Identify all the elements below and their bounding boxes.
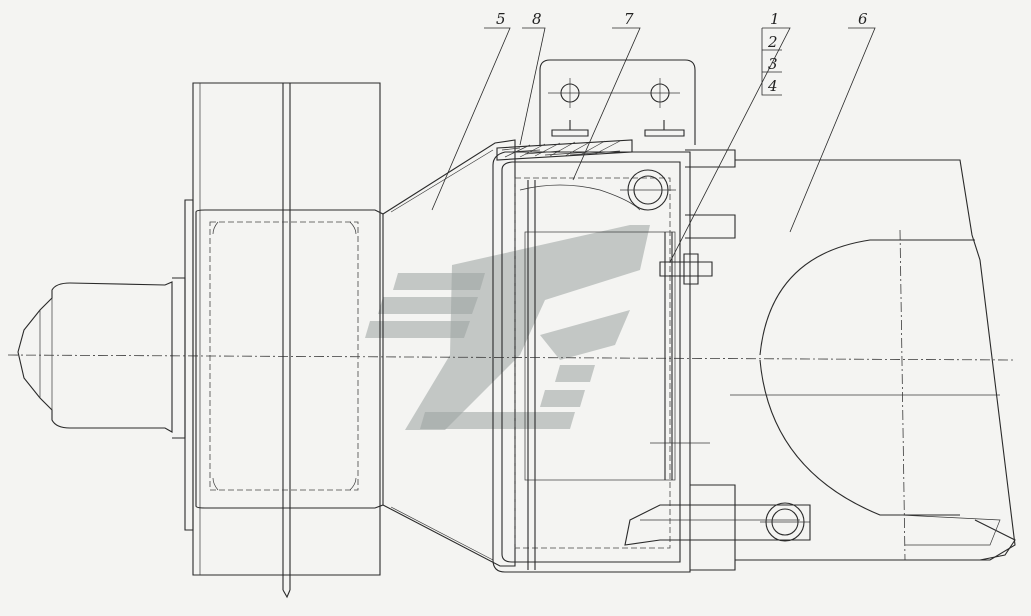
pin-upper	[620, 169, 676, 211]
top-mounting-plate	[496, 59, 696, 161]
pin-lower	[624, 502, 811, 546]
right-casing	[730, 159, 1016, 561]
watermark-logo	[365, 225, 650, 430]
callout-7: 7	[624, 10, 634, 28]
bolt	[659, 253, 713, 285]
callout-2: 2	[767, 33, 778, 51]
callout-1: 1	[770, 10, 780, 28]
motor-nose	[17, 199, 194, 531]
drum-housing	[192, 82, 384, 599]
callout-3: 3	[768, 55, 778, 73]
support-rail	[685, 149, 736, 571]
bracket-box	[492, 151, 691, 573]
callout-4: 4	[767, 77, 778, 95]
callout-leaders	[431, 27, 876, 263]
callout-5: 5	[496, 10, 506, 28]
callout-8: 8	[532, 10, 542, 28]
main-centerline	[7, 354, 1016, 361]
callout-6: 6	[858, 10, 868, 28]
